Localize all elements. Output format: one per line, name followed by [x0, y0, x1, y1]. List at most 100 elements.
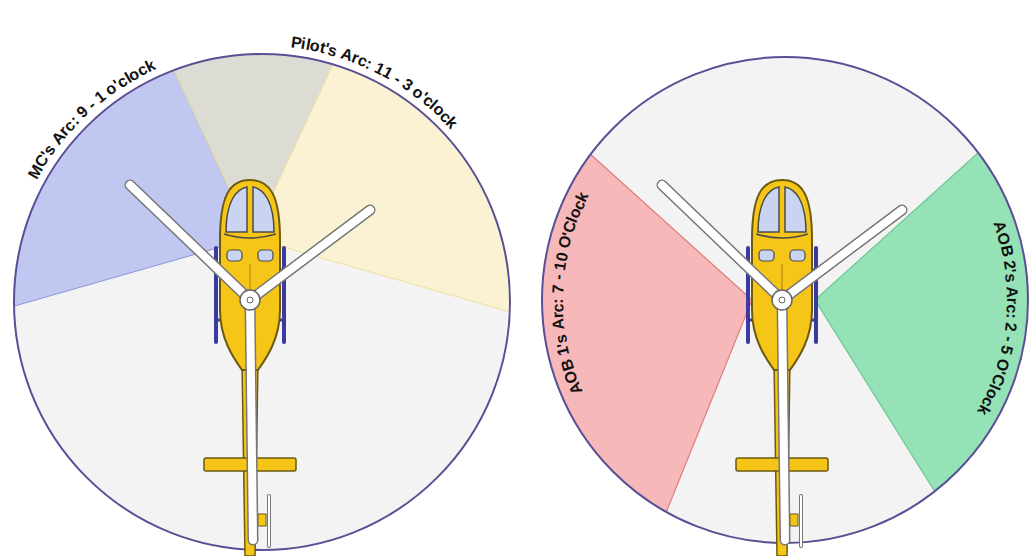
observer-arc-circle	[362, 32, 1031, 556]
label-char: A	[49, 129, 69, 148]
label-char: :	[67, 113, 82, 128]
label-char	[551, 279, 567, 285]
label-char	[406, 81, 419, 97]
label-char	[46, 138, 61, 151]
label-char: 1	[555, 345, 573, 357]
label-char	[71, 110, 85, 124]
label-char	[555, 247, 572, 255]
label-char: '	[559, 230, 575, 238]
label-char: c	[979, 395, 997, 410]
label-char	[999, 340, 1016, 347]
label-char: '	[1002, 268, 1018, 274]
label-char: o	[982, 386, 1001, 402]
label-char: P	[290, 35, 303, 52]
label-char: :	[550, 298, 566, 303]
label-char	[368, 58, 379, 74]
label-char: B	[558, 357, 577, 373]
label-char: 1	[379, 64, 394, 82]
label-char: s	[553, 333, 570, 344]
label-char: C	[561, 219, 580, 235]
label-char: l	[304, 37, 311, 54]
label-char: s	[41, 142, 59, 159]
label-char	[997, 352, 1014, 360]
label-char: '	[992, 368, 1008, 377]
label-char: O	[993, 356, 1012, 372]
label-char: O	[994, 231, 1013, 247]
label-char: c	[550, 303, 566, 312]
label-char: :	[363, 55, 374, 72]
label-char: '	[111, 77, 123, 92]
label-char: r	[56, 124, 72, 139]
label-char: o	[410, 84, 427, 103]
label-char: l	[986, 382, 1002, 392]
label-char: A	[991, 219, 1010, 235]
label-char: A	[1004, 286, 1020, 298]
label-char: l	[427, 98, 441, 113]
label-char: c	[570, 197, 588, 212]
label-char	[1001, 331, 1017, 338]
label-char: r	[1004, 298, 1020, 304]
label-char: t	[318, 40, 327, 57]
label-char	[387, 68, 399, 84]
label-char: 1	[372, 60, 387, 78]
label-char: c	[420, 92, 437, 110]
label-char	[550, 293, 566, 298]
label-char: r	[550, 312, 566, 319]
label-char: s	[1002, 272, 1019, 282]
label-char: r	[350, 50, 362, 67]
label-char	[99, 85, 112, 100]
label-char: k	[574, 189, 592, 204]
label-char: o	[566, 206, 585, 221]
label-char	[1003, 281, 1019, 287]
crew-arc-circle	[0, 0, 636, 556]
label-char: c	[355, 52, 369, 70]
label-char: o	[430, 101, 448, 119]
label-char	[557, 353, 574, 361]
label-char: l	[122, 70, 134, 86]
label-char: o	[103, 80, 120, 99]
label-char: A	[566, 379, 585, 396]
label-char	[1000, 255, 1017, 262]
label-char: o	[309, 38, 322, 56]
label-char: c	[114, 72, 130, 90]
label-char: O	[556, 234, 575, 250]
label-char: '	[39, 149, 54, 161]
label-char: 0	[553, 251, 570, 263]
label-char: c	[61, 117, 79, 134]
label-char: c	[437, 108, 455, 126]
label-char	[395, 73, 407, 89]
label-char: C	[32, 152, 52, 170]
label-char: 3	[399, 76, 415, 94]
label-char: 7	[550, 284, 566, 294]
label-char: A	[551, 317, 568, 330]
label-char: '	[417, 90, 430, 105]
label-char: s	[326, 42, 339, 60]
label-char: 5	[998, 344, 1016, 356]
label-char: k	[974, 402, 992, 418]
label-char: k	[443, 114, 461, 131]
label-char: 1	[552, 260, 569, 271]
label-char: -	[84, 97, 98, 113]
label-char: 2	[1001, 259, 1018, 270]
label-char: 1	[92, 88, 109, 106]
label-char	[335, 44, 344, 61]
label-char: i	[300, 36, 307, 53]
label-char	[1003, 318, 1019, 324]
label-char: -	[1000, 335, 1017, 343]
label-char: k	[143, 57, 158, 75]
label-char: A	[339, 46, 355, 65]
label-char: '	[323, 41, 331, 57]
label-char: o	[126, 65, 142, 84]
label-char: 2	[1002, 322, 1019, 333]
label-char	[552, 329, 568, 336]
label-char: l	[564, 215, 581, 225]
label-char	[88, 94, 102, 109]
label-char: '	[554, 341, 570, 348]
label-char	[81, 100, 95, 115]
label-char: -	[391, 71, 404, 87]
label-char: c	[135, 61, 150, 79]
